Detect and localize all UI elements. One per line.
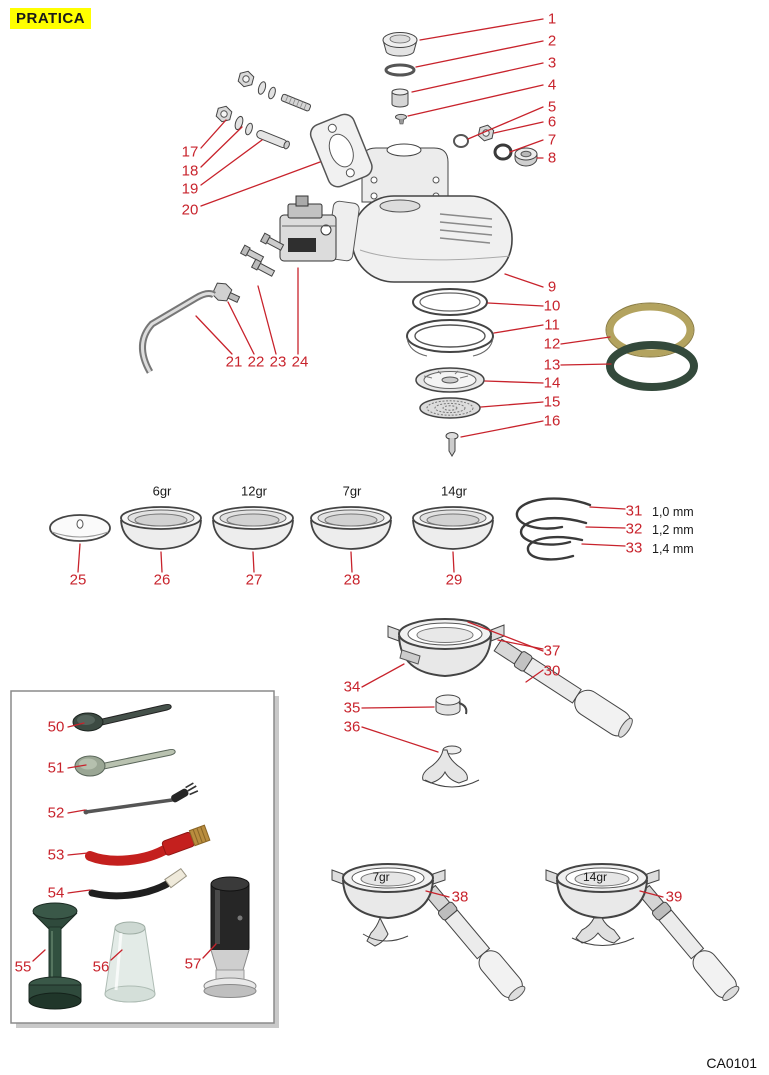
callout-35: 35 xyxy=(343,699,361,717)
callout-1: 1 xyxy=(547,10,557,28)
basket-size-14gr: 14gr xyxy=(440,483,468,499)
tamper-dynamometric xyxy=(203,876,257,998)
detail-brush-black xyxy=(88,868,188,900)
cleaning-brush-thin xyxy=(83,782,199,815)
leader-lines xyxy=(32,18,664,962)
tamper-green xyxy=(28,902,82,1010)
clip-size-1-0mm: 1,0 mm xyxy=(652,504,694,519)
basket-size-7gr: 7gr xyxy=(342,483,362,499)
group-brush-red xyxy=(85,824,211,866)
valve-pin-part xyxy=(395,113,407,125)
gasket-plate xyxy=(309,113,373,188)
tamper-plastic xyxy=(104,921,156,1003)
oring-part-7 xyxy=(493,143,513,161)
callout-32: 32 xyxy=(625,520,643,538)
portafilter-single xyxy=(387,618,633,738)
portafilter-7gr-assembly xyxy=(331,863,526,1002)
callout-28: 28 xyxy=(343,571,361,589)
callout-30: 30 xyxy=(543,662,561,680)
filter-basket-7gr xyxy=(310,506,392,550)
callout-9: 9 xyxy=(547,278,557,296)
washer-part-5 xyxy=(453,134,469,148)
callout-33: 33 xyxy=(625,539,643,557)
callout-34: 34 xyxy=(343,678,361,696)
portafilter-size-7gr: 7gr xyxy=(372,870,390,884)
diagram-code: CA0101 xyxy=(706,1055,757,1071)
fiber-gasket-ring xyxy=(606,303,694,357)
valve-screws xyxy=(239,232,285,277)
pipe-fitting xyxy=(211,282,241,303)
callout-55: 55 xyxy=(14,958,32,976)
screen-screw xyxy=(445,432,459,457)
fastener-cluster xyxy=(215,70,312,150)
basket-size-12gr: 12gr xyxy=(240,483,268,499)
callout-17: 17 xyxy=(181,143,199,161)
callout-54: 54 xyxy=(47,884,65,902)
oring-part xyxy=(384,63,416,77)
portafilter-14gr-assembly xyxy=(545,863,740,1002)
callout-50: 50 xyxy=(47,718,65,736)
callout-11: 11 xyxy=(544,316,560,334)
callout-19: 19 xyxy=(181,180,199,198)
fitting-part-8 xyxy=(514,147,538,167)
callout-2: 2 xyxy=(547,32,557,50)
callout-18: 18 xyxy=(181,162,199,180)
callout-24: 24 xyxy=(291,353,309,371)
portafilter-size-14gr: 14gr xyxy=(582,870,608,884)
cap-part xyxy=(382,32,418,57)
callout-23: 23 xyxy=(269,353,287,371)
callout-26: 26 xyxy=(153,571,171,589)
blind-filter-disc xyxy=(49,514,111,542)
callout-36: 36 xyxy=(343,718,361,736)
callout-38: 38 xyxy=(451,888,469,906)
callout-4: 4 xyxy=(547,76,557,94)
piston-part xyxy=(391,88,409,108)
callout-12: 12 xyxy=(543,335,561,353)
series-title: PRATICA xyxy=(10,8,92,29)
filter-basket-14gr xyxy=(412,506,494,550)
callout-5: 5 xyxy=(547,98,557,116)
filter-basket-6gr xyxy=(120,506,202,550)
callout-29: 29 xyxy=(445,571,463,589)
callout-14: 14 xyxy=(543,374,561,392)
spring-clip-holder xyxy=(435,694,468,716)
rubber-gasket-ring xyxy=(606,341,698,391)
clip-size-1-4mm: 1,4 mm xyxy=(652,541,694,556)
callout-56: 56 xyxy=(92,958,110,976)
clip-size-1-2mm: 1,2 mm xyxy=(652,522,694,537)
gasket-stack xyxy=(406,288,494,419)
spring-clips xyxy=(515,497,592,561)
callout-37: 37 xyxy=(543,642,561,660)
callout-51: 51 xyxy=(47,759,65,777)
callout-39: 39 xyxy=(665,888,683,906)
callout-53: 53 xyxy=(47,846,65,864)
basket-size-6gr: 6gr xyxy=(152,483,172,499)
fiber-gasket-outline xyxy=(605,302,695,358)
callout-15: 15 xyxy=(543,393,561,411)
callout-3: 3 xyxy=(547,54,557,72)
drain-pipe xyxy=(139,290,216,374)
callout-25: 25 xyxy=(69,571,87,589)
callout-16: 16 xyxy=(543,412,561,430)
callout-6: 6 xyxy=(547,113,557,131)
callout-21: 21 xyxy=(225,353,243,371)
filter-basket-12gr xyxy=(212,506,294,550)
callout-13: 13 xyxy=(543,356,561,374)
dosing-spoon-light xyxy=(74,748,176,777)
callout-8: 8 xyxy=(547,149,557,167)
callout-52: 52 xyxy=(47,804,65,822)
callout-20: 20 xyxy=(181,201,199,219)
callout-31: 31 xyxy=(625,502,643,520)
two-way-spout xyxy=(422,745,480,788)
callout-22: 22 xyxy=(247,353,265,371)
solenoid-valve xyxy=(279,195,360,262)
callout-27: 27 xyxy=(245,571,263,589)
hex-nut-part-6 xyxy=(477,124,495,142)
callout-57: 57 xyxy=(184,955,202,973)
callout-7: 7 xyxy=(547,131,557,149)
callout-10: 10 xyxy=(543,297,561,315)
group-head-body xyxy=(351,143,513,283)
dosing-spoon-dark xyxy=(72,703,172,732)
